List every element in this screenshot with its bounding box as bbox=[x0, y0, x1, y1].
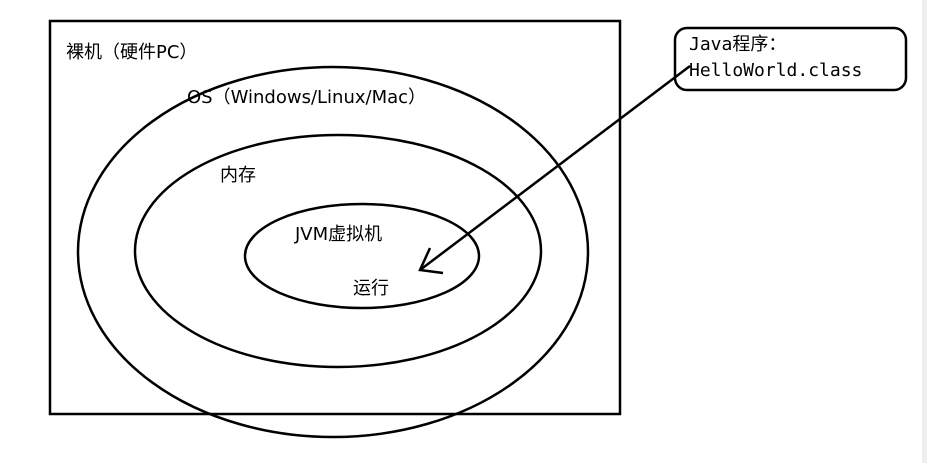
memory-ellipse bbox=[133, 133, 543, 369]
memory-label: 内存 bbox=[220, 165, 256, 186]
callout-line-2: HelloWorld.class bbox=[689, 60, 862, 81]
os-label: OS（Windows/Linux/Mac） bbox=[187, 87, 426, 108]
bare-machine-label: 裸机（硬件PC） bbox=[66, 42, 197, 63]
arrow-line bbox=[419, 65, 691, 271]
arrow-head-icon bbox=[418, 247, 444, 275]
run-label: 运行 bbox=[353, 278, 389, 299]
java-program-callout bbox=[673, 26, 908, 92]
callout-line-1: Java程序： bbox=[689, 34, 786, 55]
jvm-label: JVM虚拟机 bbox=[294, 224, 382, 245]
bare-machine-box bbox=[48, 19, 622, 416]
window-edge bbox=[922, 0, 927, 463]
jvm-ellipse bbox=[243, 202, 481, 310]
os-ellipse bbox=[76, 65, 590, 439]
